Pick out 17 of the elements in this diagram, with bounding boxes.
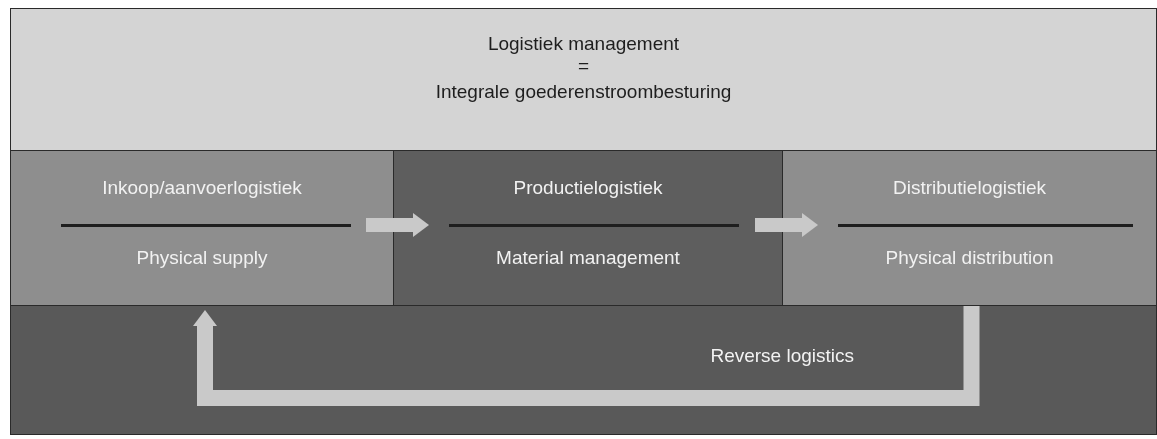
equals-sign: =: [576, 55, 591, 77]
heading: Logistiek management: [486, 33, 681, 55]
edge-label: Reverse logistics: [205, 345, 1157, 367]
english-term: Material management: [495, 247, 681, 269]
title-band: [10, 8, 1157, 151]
subheading: Integrale goederenstroombesturing: [434, 81, 733, 103]
arrow: [193, 306, 980, 406]
english-term: Physical supply: [135, 247, 269, 269]
process-box: [393, 150, 783, 306]
dutch-term: Productielogistiek: [512, 177, 664, 199]
english-term: Physical distribution: [884, 247, 1055, 269]
process-box: [10, 150, 394, 306]
dutch-term: Distributielogistiek: [891, 177, 1048, 199]
dutch-term: Inkoop/aanvoerlogistiek: [101, 177, 303, 199]
arrow: [755, 213, 818, 237]
arrow: [366, 213, 429, 237]
process-box: [782, 150, 1157, 306]
